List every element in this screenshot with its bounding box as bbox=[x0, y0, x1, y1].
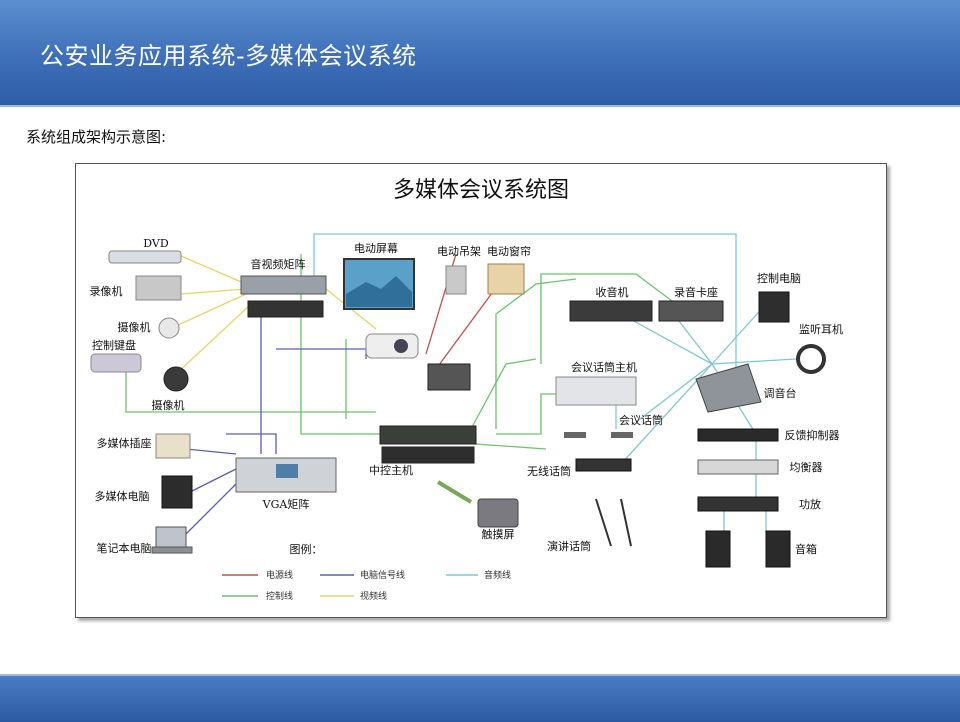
diagram-title: 多媒体会议系统图 bbox=[393, 178, 569, 203]
label-control-pc: 控制电脑 bbox=[757, 271, 801, 285]
label-recorder: 录像机 bbox=[90, 284, 123, 298]
legend-label-power: 电源线 bbox=[266, 569, 293, 581]
diagram-frame: 多媒体会议系统图 bbox=[75, 163, 887, 618]
label-lift: 电动吊架 bbox=[437, 245, 481, 258]
label-laptop: 笔记本电脑 bbox=[97, 541, 152, 555]
conference-mics: 会议话筒 bbox=[564, 413, 663, 438]
motorized-screen: 电动屏幕 bbox=[343, 241, 415, 310]
label-screen: 电动屏幕 bbox=[354, 241, 398, 255]
label-vga-matrix: VGA矩阵 bbox=[262, 497, 310, 511]
av-matrix: 音视频矩阵 bbox=[240, 257, 327, 318]
relay-box bbox=[427, 363, 471, 391]
control-keyboard: 控制键盘 bbox=[90, 338, 142, 373]
label-lectern-mic: 演讲话筒 bbox=[547, 539, 591, 553]
legend-label-video: 视频线 bbox=[360, 590, 387, 602]
section-subtitle: 系统组成架构示意图: bbox=[26, 128, 167, 146]
label-camera2: 摄像机 bbox=[152, 398, 185, 412]
system-diagram: 多媒体会议系统图 bbox=[90, 178, 844, 602]
legend-label-audio: 音频线 bbox=[484, 569, 511, 581]
tape-deck: 录音卡座 bbox=[658, 285, 724, 322]
control-pc: 控制电脑 bbox=[757, 271, 801, 323]
label-mixer: 调音台 bbox=[764, 386, 797, 400]
mixer-console: 调音台 bbox=[695, 363, 797, 413]
label-mm-socket: 多媒体插座 bbox=[97, 436, 152, 450]
camera-bottom: 摄像机 bbox=[152, 366, 189, 412]
conference-mic-host: 会议话筒主机 bbox=[555, 360, 637, 406]
label-wireless-mic: 无线话筒 bbox=[527, 464, 571, 478]
label-central-host: 中控主机 bbox=[369, 463, 413, 477]
legend: 图例： 电源线 电脑信号线 音频线 控制线 视频线 bbox=[222, 542, 511, 602]
label-av-matrix: 音视频矩阵 bbox=[251, 257, 306, 271]
projector bbox=[365, 333, 419, 359]
legend-label-control: 控制线 bbox=[266, 590, 293, 602]
multimedia-pc: 多媒体电脑 bbox=[95, 475, 193, 509]
feedback-suppressor: 反馈抑制器 bbox=[697, 428, 840, 442]
power-amplifier: 功放 bbox=[697, 496, 821, 512]
recorder-device: 录像机 bbox=[90, 275, 182, 301]
label-dvd: DVD bbox=[143, 237, 169, 250]
motorized-curtain: 电动窗帘 bbox=[487, 244, 531, 295]
label-camera1: 摄像机 bbox=[118, 320, 151, 334]
radio-receiver: 收音机 bbox=[569, 285, 653, 322]
motorized-lift: 电动吊架 bbox=[437, 245, 481, 295]
label-monitor-headphone: 监听耳机 bbox=[799, 322, 843, 336]
page-title: 公安业务应用系统-多媒体会议系统 bbox=[40, 42, 417, 70]
camera-top: 摄像机 bbox=[118, 317, 180, 339]
footer-bar bbox=[0, 674, 960, 722]
title-bar: 公安业务应用系统-多媒体会议系统 bbox=[0, 0, 960, 107]
touch-screen: 触摸屏 bbox=[477, 498, 519, 541]
label-conf-mic: 会议话筒 bbox=[619, 413, 663, 427]
label-tape-deck: 录音卡座 bbox=[674, 285, 718, 299]
label-amplifier: 功放 bbox=[799, 497, 821, 511]
multimedia-socket: 多媒体插座 bbox=[97, 433, 191, 459]
speakers: 音箱 bbox=[705, 530, 817, 568]
wireless-mic: 无线话筒 bbox=[527, 458, 632, 478]
label-control-keyboard: 控制键盘 bbox=[92, 338, 136, 352]
label-feedback: 反馈抑制器 bbox=[785, 428, 840, 442]
legend-label-computer-signal: 电脑信号线 bbox=[360, 569, 405, 581]
monitor-headphones: 监听耳机 bbox=[796, 322, 843, 374]
legend-title: 图例： bbox=[290, 542, 323, 556]
label-speaker: 音箱 bbox=[795, 542, 817, 556]
label-mm-pc: 多媒体电脑 bbox=[95, 489, 150, 503]
dvd-player: DVD bbox=[108, 237, 182, 264]
label-conf-host: 会议话筒主机 bbox=[571, 360, 637, 374]
central-control-host: 中控主机 bbox=[369, 425, 477, 477]
label-touch-screen: 触摸屏 bbox=[482, 527, 515, 541]
label-curtain: 电动窗帘 bbox=[487, 244, 531, 258]
lectern-mic: 演讲话筒 bbox=[547, 498, 632, 553]
vga-matrix: VGA矩阵 bbox=[235, 457, 337, 511]
laptop: 笔记本电脑 bbox=[97, 526, 193, 555]
equalizer: 均衡器 bbox=[697, 459, 823, 475]
label-equalizer: 均衡器 bbox=[790, 461, 823, 474]
label-radio: 收音机 bbox=[596, 285, 629, 299]
